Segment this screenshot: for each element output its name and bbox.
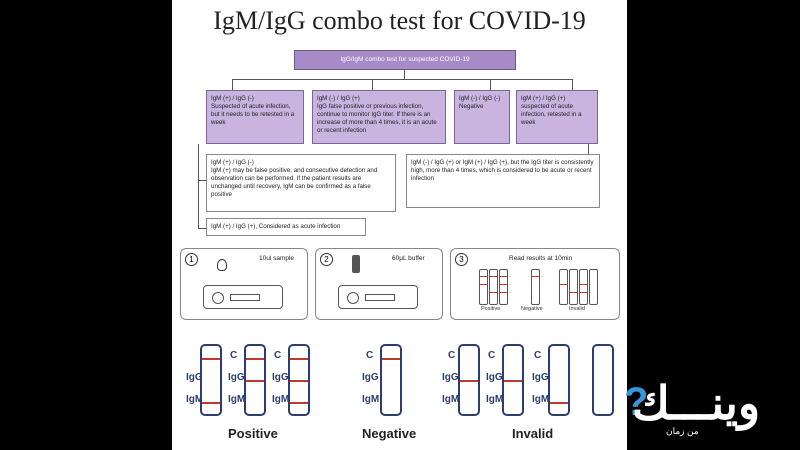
line-label-c: C (366, 350, 374, 361)
test-cassette (338, 285, 418, 309)
watermark-logo: وينـــك (632, 377, 761, 429)
line-label-igm: IgM (532, 394, 550, 405)
line-label-igm: IgM (486, 394, 504, 405)
test-strip (244, 344, 266, 416)
result-box-igg-pos: IgM (-) / IgG (+) IgG false positive or … (312, 90, 446, 144)
sample-well (347, 292, 359, 304)
result-box-both-pos: IgM (+) / IgG (+) suspected of acute inf… (516, 90, 598, 144)
mini-label-positive: Positive (481, 306, 501, 312)
step-buffer: 2 60μL buffer (315, 248, 443, 320)
step-number: 3 (455, 253, 468, 266)
test-strip (288, 344, 310, 416)
line-label-igm: IgM (228, 394, 246, 405)
dropper-icon (352, 255, 360, 273)
step-label: 10ul sample (259, 255, 295, 262)
test-strip (548, 344, 570, 416)
test-strip (502, 344, 524, 416)
infographic-panel: IgM/IgG combo test for COVID-19 IgG/IgM … (172, 0, 627, 450)
line-label-igg: IgG (486, 372, 503, 383)
step-read: 3 Read results at 10min Positive Negativ… (450, 248, 620, 320)
connector (198, 180, 206, 181)
result-box-acute: IgM (+) / IgG (+), Considered as acute i… (206, 218, 366, 236)
sample-well (212, 292, 224, 304)
test-strip (458, 344, 480, 416)
line-label-igg: IgG (228, 372, 245, 383)
line-label-igm: IgM (442, 394, 460, 405)
connector (232, 79, 233, 90)
question-mark-icon: ? (624, 380, 649, 424)
connector (372, 79, 373, 90)
line-label-igg: IgG (272, 372, 289, 383)
line-label-igg: IgG (532, 372, 549, 383)
step-label: 60μL buffer (392, 255, 425, 262)
result-box-igm-pos: IgM (+) / IgG (-) Suspected of acute inf… (206, 90, 304, 144)
mini-strip (579, 269, 588, 305)
mini-strip (569, 269, 578, 305)
connector (198, 228, 206, 229)
step-sample: 1 10ul sample (180, 248, 308, 320)
line-label-igm: IgM (272, 394, 290, 405)
mini-strip (559, 269, 568, 305)
connector (198, 144, 199, 228)
test-strip (380, 344, 402, 416)
test-strip (200, 344, 222, 416)
watermark-subtitle: من زمان (666, 426, 699, 436)
pipette-icon (217, 259, 227, 271)
category-invalid: Invalid (512, 426, 554, 441)
test-cassette (203, 285, 283, 309)
connector (572, 79, 573, 90)
category-positive: Positive (228, 426, 278, 441)
connector (490, 79, 491, 90)
result-box-igm-false-positive: IgM (+) / IgG (-) IgM (+) may be false p… (206, 154, 396, 212)
line-label-c: C (448, 350, 456, 361)
mini-strip (589, 269, 598, 305)
connector (232, 79, 572, 80)
step-number: 2 (320, 253, 333, 266)
line-label-c: C (534, 350, 542, 361)
line-label-c: C (274, 350, 282, 361)
mini-strip (479, 269, 488, 305)
line-label-igm: IgM (186, 394, 204, 405)
result-window (230, 294, 260, 301)
line-label-c: C (230, 350, 238, 361)
category-negative: Negative (362, 426, 417, 441)
mini-strip (489, 269, 498, 305)
mini-strip (531, 269, 540, 305)
step-label: Read results at 10min (509, 255, 573, 262)
test-strip (592, 344, 614, 416)
line-label-c: C (488, 350, 496, 361)
page-title: IgM/IgG combo test for COVID-19 (213, 6, 586, 35)
result-box-igg-titer: IgM (-) / IgG (+) or IgM (+) / IgG (+), … (406, 154, 600, 208)
connector (404, 69, 405, 79)
step-number: 1 (185, 253, 198, 266)
line-label-igm: IgM (362, 394, 380, 405)
line-label-igg: IgG (186, 372, 203, 383)
mini-label-negative: Negative (521, 306, 543, 312)
header-box: IgG/IgM combo test for suspected COVID-1… (294, 50, 516, 70)
line-label-igg: IgG (362, 372, 379, 383)
mini-label-invalid: Invalid (569, 306, 585, 312)
mini-strip (499, 269, 508, 305)
result-box-negative: IgM (-) / IgG (-) Negative (454, 90, 510, 144)
result-window (365, 294, 395, 301)
line-label-igg: IgG (442, 372, 459, 383)
